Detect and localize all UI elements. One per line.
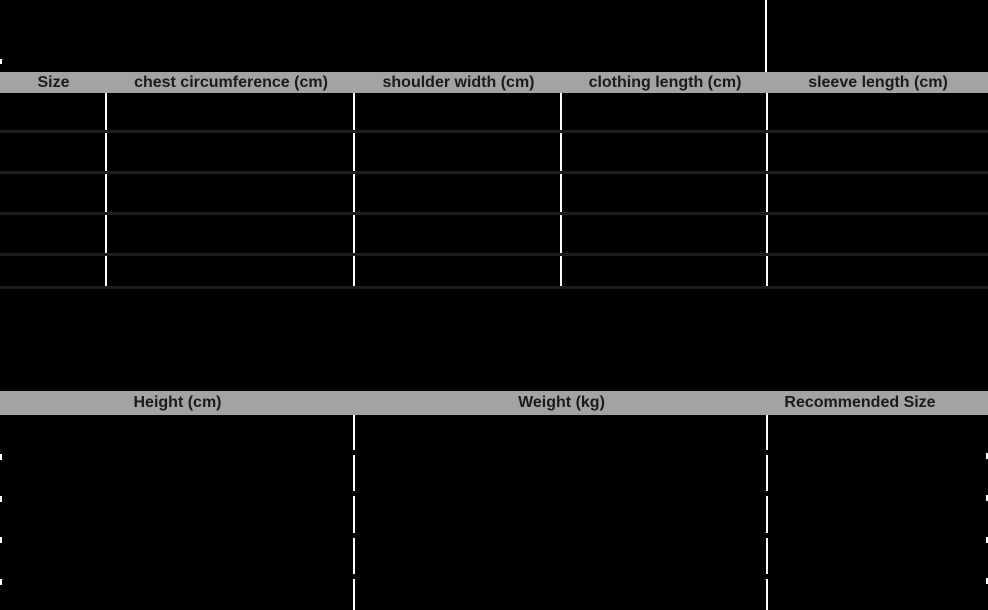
right-edge-tick <box>986 578 988 584</box>
table-cell <box>0 174 107 212</box>
size-table-header-shoulder: shoulder width (cm) <box>382 73 535 91</box>
table-cell <box>768 215 988 253</box>
table-row <box>0 579 988 610</box>
table-row <box>0 455 988 496</box>
left-edge-tick <box>0 59 2 64</box>
table-cell <box>107 256 355 286</box>
table-row <box>0 415 988 455</box>
recommendation-table-header-recommended: Recommended Size <box>784 394 936 411</box>
table-cell <box>0 455 355 491</box>
table-cell <box>355 415 768 450</box>
size-table-body <box>0 93 988 289</box>
table-cell <box>355 215 562 253</box>
table-cell <box>0 496 355 533</box>
table-row <box>0 538 988 579</box>
table-cell <box>355 579 768 610</box>
table-row <box>0 93 988 133</box>
table-cell <box>768 579 988 610</box>
table-row <box>0 215 988 256</box>
table-row <box>0 496 988 538</box>
table-cell <box>0 538 355 574</box>
table-cell <box>562 256 768 286</box>
right-edge-tick <box>986 495 988 501</box>
table-cell <box>355 455 768 491</box>
table-cell <box>0 579 355 610</box>
size-table-header-sleeve: sleeve length (cm) <box>808 73 948 91</box>
table-cell <box>0 415 355 450</box>
table-cell <box>768 496 988 533</box>
size-table-header-length: clothing length (cm) <box>588 73 742 91</box>
recommendation-table-body <box>0 415 988 610</box>
left-edge-tick <box>0 579 2 585</box>
table-cell <box>768 174 988 212</box>
table-cell <box>562 133 768 171</box>
recommendation-table-header-weight: Weight (kg) <box>518 394 605 411</box>
table-row <box>0 256 988 289</box>
size-table-header-chest: chest circumference (cm) <box>134 73 328 91</box>
recommendation-table-header-row: Height (cm) Weight (kg) Recommended Size <box>0 391 988 415</box>
size-table-header-row: Size chest circumference (cm) shoulder w… <box>0 72 988 93</box>
table-cell <box>768 93 988 130</box>
table-cell <box>768 256 988 286</box>
table-cell <box>355 133 562 171</box>
table-cell <box>768 538 988 574</box>
left-edge-tick <box>0 496 2 502</box>
table-cell <box>107 93 355 130</box>
table-cell <box>768 415 988 450</box>
table-cell <box>562 93 768 130</box>
table-cell <box>768 133 988 171</box>
left-edge-tick <box>0 537 2 543</box>
table-cell <box>355 256 562 286</box>
table-cell <box>107 174 355 212</box>
table-cell <box>355 538 768 574</box>
table-cell <box>562 215 768 253</box>
recommendation-table-header-height: Height (cm) <box>133 394 222 411</box>
table-cell <box>355 174 562 212</box>
table-cell <box>768 455 988 491</box>
table-cell <box>355 496 768 533</box>
table-cell <box>355 93 562 130</box>
top-strip <box>0 0 988 72</box>
table-row <box>0 133 988 174</box>
size-table-header-size: Size <box>37 73 70 91</box>
top-column-divider-line <box>765 0 767 72</box>
table-row <box>0 174 988 215</box>
right-edge-tick <box>986 453 988 459</box>
table-cell <box>0 133 107 171</box>
table-cell <box>0 256 107 286</box>
table-cell <box>0 93 107 130</box>
left-edge-tick <box>0 454 2 460</box>
table-cell <box>107 133 355 171</box>
table-cell <box>562 174 768 212</box>
table-cell <box>0 215 107 253</box>
table-cell <box>107 215 355 253</box>
right-edge-tick <box>986 537 988 543</box>
